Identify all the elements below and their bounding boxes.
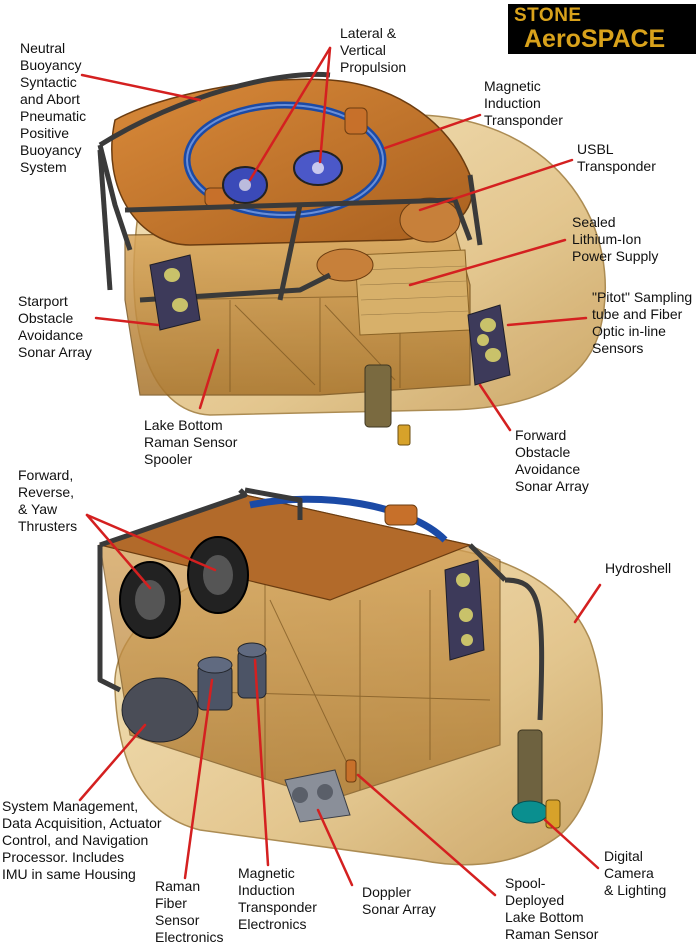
logo-line-1: STONE: [514, 5, 582, 26]
transponder-housing: [316, 248, 374, 282]
label-usbl-transponder: USBL Transponder: [577, 141, 656, 174]
label-buoyancy-system: Neutral Buoyancy Syntactic and Abort Pne…: [20, 40, 87, 175]
top-vehicle: [97, 71, 606, 446]
bottom-ring-clamp: [384, 504, 418, 526]
label-power-supply: Sealed Lithium-Ion Power Supply: [572, 214, 659, 264]
label-raman-electronics: Raman Fiber Sensor Electronics: [155, 878, 224, 945]
system-management-housing: [121, 677, 199, 743]
yaw-thrusters: [119, 536, 249, 639]
bottom-forward-sonar: [444, 559, 485, 661]
label-spool-raman-sensor: Spool- Deployed Lake Bottom Raman Sensor: [505, 875, 599, 942]
forward-sonar: [467, 304, 511, 386]
label-raman-spooler: Lake Bottom Raman Sensor Spooler: [144, 417, 238, 467]
label-transponder-electronics: Magnetic Induction Transponder Electroni…: [238, 865, 317, 932]
stone-aerospace-logo: STONE AeroSPACE: [508, 4, 696, 54]
ring-clamp-rear: [344, 107, 368, 135]
label-hydroshell: Hydroshell: [605, 560, 672, 576]
label-starport-sonar: Starport Obstacle Avoidance Sonar Array: [18, 293, 92, 360]
label-lateral-propulsion: Lateral & Vertical Propulsion: [340, 25, 407, 75]
bottom-vehicle: [97, 487, 603, 866]
usbl-housing: [399, 197, 461, 243]
label-magnetic-transponder: Magnetic Induction Transponder: [484, 78, 563, 128]
leader-lines: [78, 46, 602, 897]
camera-unit: [511, 729, 561, 829]
logo-line-2: AeroSPACE: [524, 25, 666, 53]
starport-sonar: [149, 254, 201, 331]
label-forward-sonar: Forward Obstacle Avoidance Sonar Array: [515, 427, 589, 494]
label-doppler-sonar: Doppler Sonar Array: [362, 884, 436, 917]
label-pitot-sensors: "Pitot" Sampling tube and Fiber Optic in…: [592, 289, 693, 356]
bottom-ring: [249, 495, 448, 543]
spool-raman-probe: [345, 759, 357, 783]
label-digital-camera: Digital Camera & Lighting: [604, 848, 667, 898]
label-thrusters: Forward, Reverse, & Yaw Thrusters: [18, 467, 78, 534]
label-system-management: System Management, Data Acquisition, Act…: [2, 798, 162, 882]
bottom-roll-cage: [97, 487, 545, 721]
doppler-array: [284, 769, 351, 823]
raman-spooler-unit: [364, 364, 411, 446]
